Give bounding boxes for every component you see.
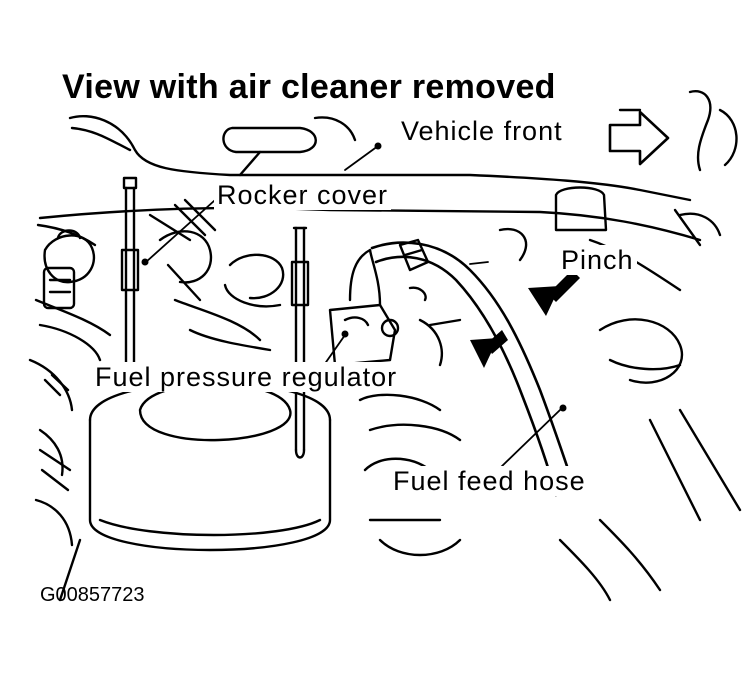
coil-packs xyxy=(148,198,285,352)
leader-dot-regulator xyxy=(341,330,349,338)
label-rocker-cover: Rocker cover xyxy=(214,180,392,210)
leader-dot-rocker-cover xyxy=(141,258,149,266)
label-fuel-pressure-regulator: Fuel pressure regulator xyxy=(92,362,401,392)
figure-title: View with air cleaner removed xyxy=(62,68,556,106)
leader-dot-hose xyxy=(559,404,567,412)
lower-right-parts xyxy=(358,318,742,602)
spark-plug-leads xyxy=(120,176,310,459)
vehicle-front-arrow-icon xyxy=(608,110,670,166)
fuel-feed-hose xyxy=(370,241,577,497)
label-fuel-feed-hose: Fuel feed hose xyxy=(390,466,589,496)
label-vehicle-front: Vehicle front xyxy=(398,116,566,146)
intake-bowl xyxy=(58,381,332,602)
leader-dot-vehicle-front xyxy=(374,142,382,150)
pinch-arrow-upper-tail xyxy=(548,270,580,302)
injector-cluster-left xyxy=(28,229,112,547)
regulator-body xyxy=(328,238,462,367)
label-pinch: Pinch xyxy=(558,245,637,275)
pinch-arrow-lower-tail xyxy=(486,330,508,354)
figure-id: G00857723 xyxy=(40,584,145,606)
